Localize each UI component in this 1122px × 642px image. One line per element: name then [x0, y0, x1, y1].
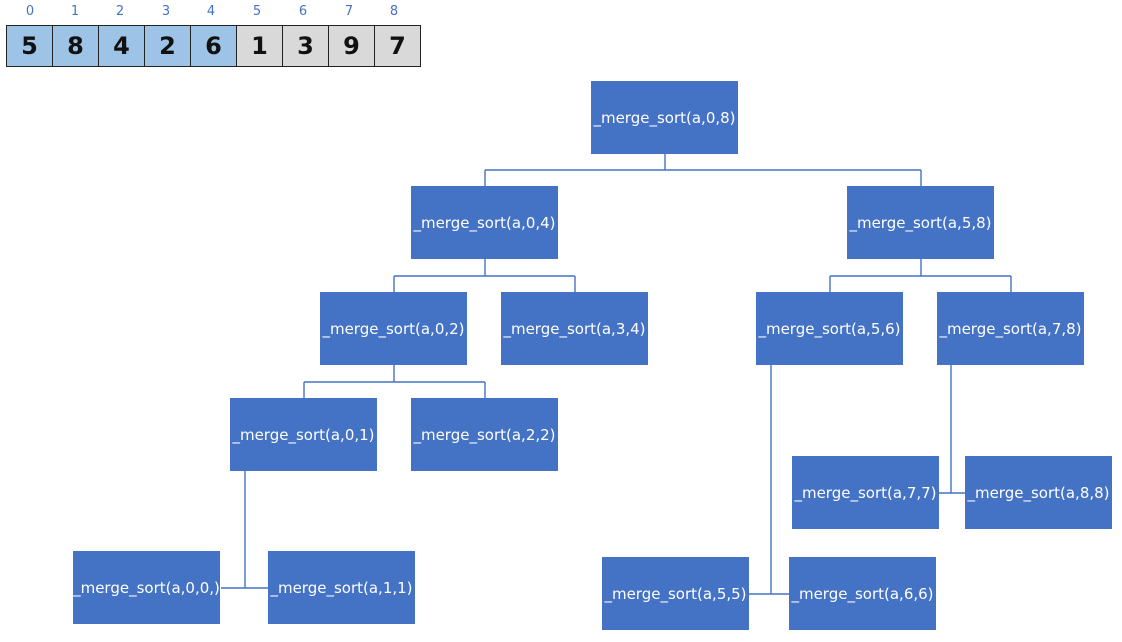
array-cells: 5 8 4 2 6 1 3 9 7 — [6, 25, 421, 67]
array-index: 7 — [344, 4, 354, 19]
array-index: 5 — [252, 4, 262, 19]
array-index: 0 — [25, 4, 35, 19]
tree-node: _merge_sort(a,8,8) — [965, 456, 1112, 529]
tree-node: _merge_sort(a,2,2) — [411, 398, 558, 471]
array-cell: 5 — [6, 25, 53, 67]
tree-node: _merge_sort(a,7,7) — [792, 456, 939, 529]
tree-node: _merge_sort(a,0,2) — [320, 292, 467, 365]
tree-node: _merge_sort(a,0,1) — [230, 398, 377, 471]
array-cell: 3 — [282, 25, 329, 67]
array-index: 6 — [298, 4, 308, 19]
array-cell: 7 — [374, 25, 421, 67]
connector-line — [221, 471, 268, 589]
array-index-row: 0 1 2 3 4 5 6 7 8 — [0, 0, 430, 22]
array-cell: 4 — [98, 25, 145, 67]
tree-node: _merge_sort(a,5,5) — [602, 557, 749, 630]
array-index: 8 — [389, 4, 399, 19]
connector-line — [749, 365, 789, 595]
array-index: 2 — [115, 4, 125, 19]
connector-line — [393, 259, 576, 292]
tree-node: _merge_sort(a,0,8) — [591, 81, 738, 154]
connector-line — [303, 365, 486, 398]
connector-line — [939, 365, 965, 494]
tree-node: _merge_sort(a,7,8) — [937, 292, 1084, 365]
tree-node: _merge_sort(a,5,8) — [847, 186, 994, 259]
array-index: 3 — [161, 4, 171, 19]
tree-node: _merge_sort(a,1,1) — [268, 551, 415, 624]
array-index: 4 — [206, 4, 216, 19]
tree-node: _merge_sort(a,0,4) — [411, 186, 558, 259]
connector-line — [484, 153, 922, 186]
tree-node: _merge_sort(a,6,6) — [789, 557, 936, 630]
tree-node: _merge_sort(a,0,0,) — [73, 551, 220, 624]
tree-node: _merge_sort(a,5,6) — [756, 292, 903, 365]
connector-line — [829, 259, 1012, 292]
array-cell: 1 — [236, 25, 283, 67]
array-cell: 9 — [328, 25, 375, 67]
tree-node: _merge_sort(a,3,4) — [501, 292, 648, 365]
array-index: 1 — [70, 4, 80, 19]
